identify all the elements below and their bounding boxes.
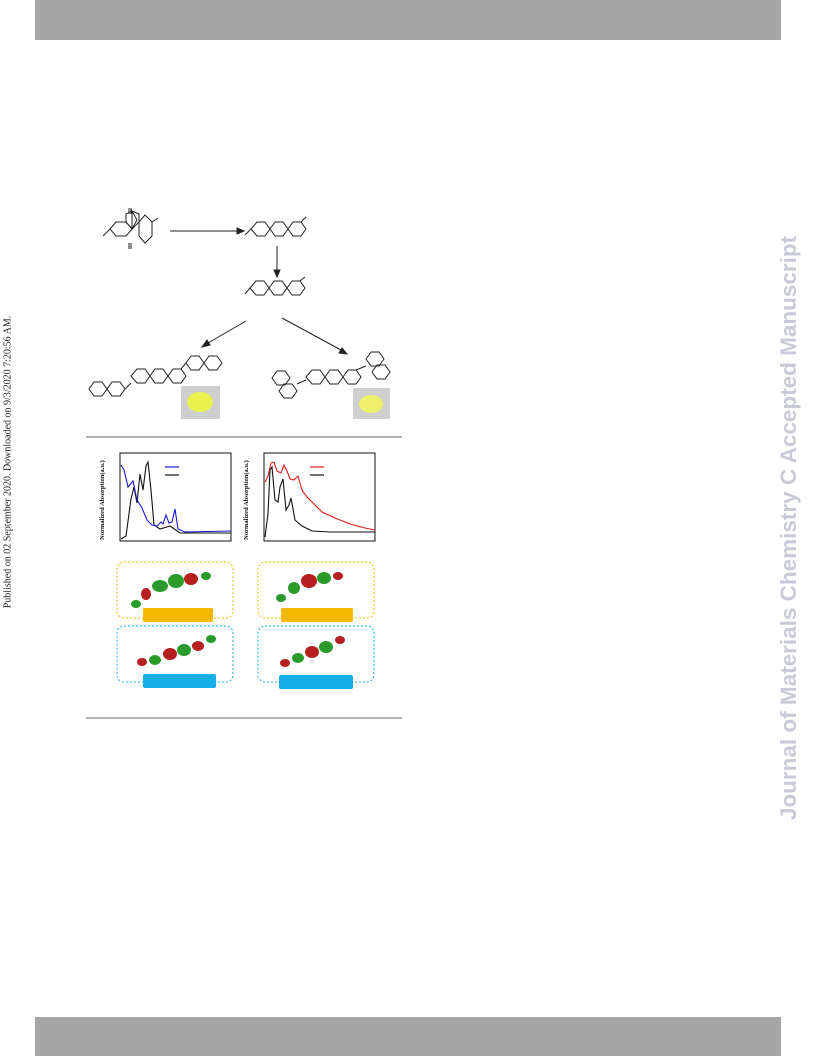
footer-band: [35, 1017, 781, 1056]
arrow-right-branch: [281, 317, 342, 351]
orbital-lobes-lower-right: [280, 636, 345, 667]
plot-left-ylabel: Normalized Absorption(a.u.): [99, 460, 106, 540]
arrow-left-branch: [207, 320, 247, 344]
molecule-quinone: [102, 208, 159, 249]
molecule-dimethylanthracene: [244, 216, 307, 237]
orbital-panels: [116, 561, 375, 689]
reaction-scheme: [88, 208, 391, 399]
absorption-plot-left: Normalized Absorption(a.u.): [99, 452, 232, 542]
header-band: [35, 0, 781, 40]
molecule-2-naphthyl-product: [88, 355, 223, 397]
orbital-lobes-upper-right: [276, 572, 343, 602]
molecule-dibromoanthracene: [244, 276, 306, 296]
absorption-plot-right: Normalized Absorption(a.u.): [243, 452, 376, 542]
orbital-lobes-upper-left: [131, 572, 211, 608]
orbital-lobes-lower-left: [137, 635, 216, 666]
molecule-1-naphthyl-product: [271, 351, 391, 399]
plot-right-ylabel: Normalized Absorption(a.u.): [243, 460, 250, 540]
